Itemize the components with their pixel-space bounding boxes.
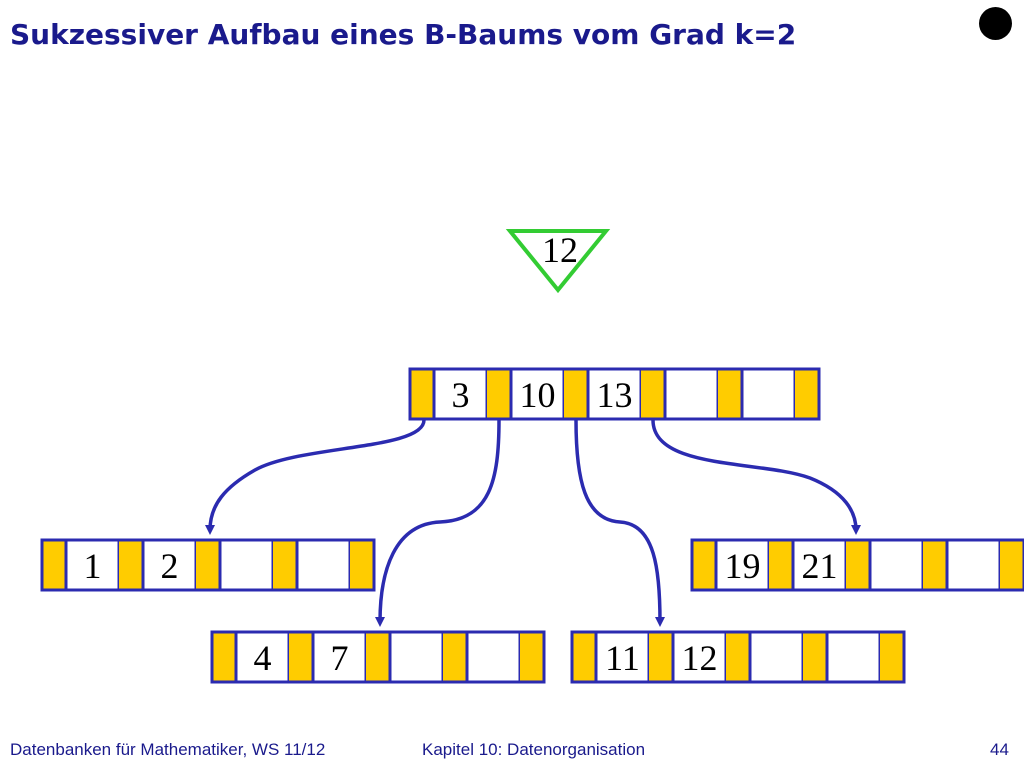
pointer-arrows — [205, 419, 861, 627]
leaf-node-key-slot — [465, 630, 522, 684]
arrow-to-leaf-1-2 — [205, 419, 426, 535]
leaf-node-pointer-slot — [212, 632, 236, 682]
leaf-node-pointer-slot — [769, 540, 793, 590]
leaf-node-key-slot — [748, 630, 805, 684]
leaf-node-pointer-slot — [42, 540, 66, 590]
leaf-node-pointer-slot — [289, 632, 313, 682]
leaf-node-pointer-slot — [350, 540, 374, 590]
root-node-outline — [408, 367, 821, 421]
leaf-node-key-slot — [825, 630, 882, 684]
leaf-node-pointer-slot — [520, 632, 544, 682]
root-node-key-label: 13 — [597, 375, 633, 415]
leaf-node-outline — [570, 630, 906, 684]
leaf-node-pointer-slot — [443, 632, 467, 682]
arrow-to-leaf-4-7 — [375, 419, 501, 627]
arrow-to-leaf-19-21 — [651, 419, 861, 535]
root-node-key-slot — [663, 367, 720, 421]
leaf-node-key-slot — [388, 630, 445, 684]
leaf-node-key-label: 2 — [161, 546, 179, 586]
leaf-node-outline — [210, 630, 546, 684]
root-node-pointer-slot — [718, 369, 742, 419]
root-node-key-slot — [740, 367, 797, 421]
slide-title: Sukzessiver Aufbau eines B-Baums vom Gra… — [10, 18, 797, 51]
root-node-pointer-slot — [795, 369, 819, 419]
arrow-to-leaf-11-12 — [574, 419, 665, 627]
footer-page-number: 44 — [990, 740, 1009, 759]
insert-triangle-icon — [505, 229, 611, 294]
leaf-node-pointer-slot — [196, 540, 220, 590]
leaf-node-pointer-slot — [923, 540, 947, 590]
leaf-node-key-slot — [945, 538, 1002, 592]
leaf-node-outline — [690, 538, 1024, 592]
leaf-node-key-slot — [218, 538, 275, 592]
insert-marker: 12 — [505, 229, 611, 294]
insert-key-label: 12 — [542, 230, 578, 270]
leaf-node-pointer-slot — [119, 540, 143, 590]
root-node-pointer-slot — [564, 369, 588, 419]
root-node-key-label: 10 — [520, 375, 556, 415]
leaf-node-pointer-slot — [572, 632, 596, 682]
root-node-pointer-slot — [487, 369, 511, 419]
leaf-node-pointer-slot — [1000, 540, 1024, 590]
root-node: 3 10 13 — [408, 367, 821, 421]
bullet-dot-icon — [979, 7, 1012, 40]
leaf-node-pointer-slot — [803, 632, 827, 682]
leaf-node-pointer-slot — [273, 540, 297, 590]
leaf-node-pointer-slot — [726, 632, 750, 682]
footer-chapter: Kapitel 10: Datenorganisation — [422, 740, 646, 759]
leaf-node-key-label: 12 — [682, 638, 718, 678]
leaf-node-outline — [40, 538, 376, 592]
leaf-node-key-label: 1 — [84, 546, 102, 586]
root-node-key-label: 3 — [452, 375, 470, 415]
leaf-node-pointer-slot — [366, 632, 390, 682]
footer-course: Datenbanken für Mathematiker, WS 11/12 — [10, 740, 326, 759]
leaf-node-pointer-slot — [846, 540, 870, 590]
leaf-node-pointer-slot — [880, 632, 904, 682]
leaf-node-pointer-slot — [649, 632, 673, 682]
leaf-node-key-label: 4 — [254, 638, 272, 678]
leaf-node-pointer-slot — [692, 540, 716, 590]
leaf-node-key-label: 21 — [802, 546, 838, 586]
leaf-node-11-12: 11 12 — [570, 630, 906, 684]
root-node-pointer-slot — [410, 369, 434, 419]
leaf-node-key-slot — [295, 538, 352, 592]
leaf-node-key-slot — [868, 538, 925, 592]
leaf-node-key-label: 7 — [331, 638, 349, 678]
root-node-key-slot — [586, 367, 643, 421]
leaf-node-key-label: 11 — [605, 638, 640, 678]
root-node-pointer-slot — [641, 369, 665, 419]
leaf-node-key-label: 19 — [725, 546, 761, 586]
